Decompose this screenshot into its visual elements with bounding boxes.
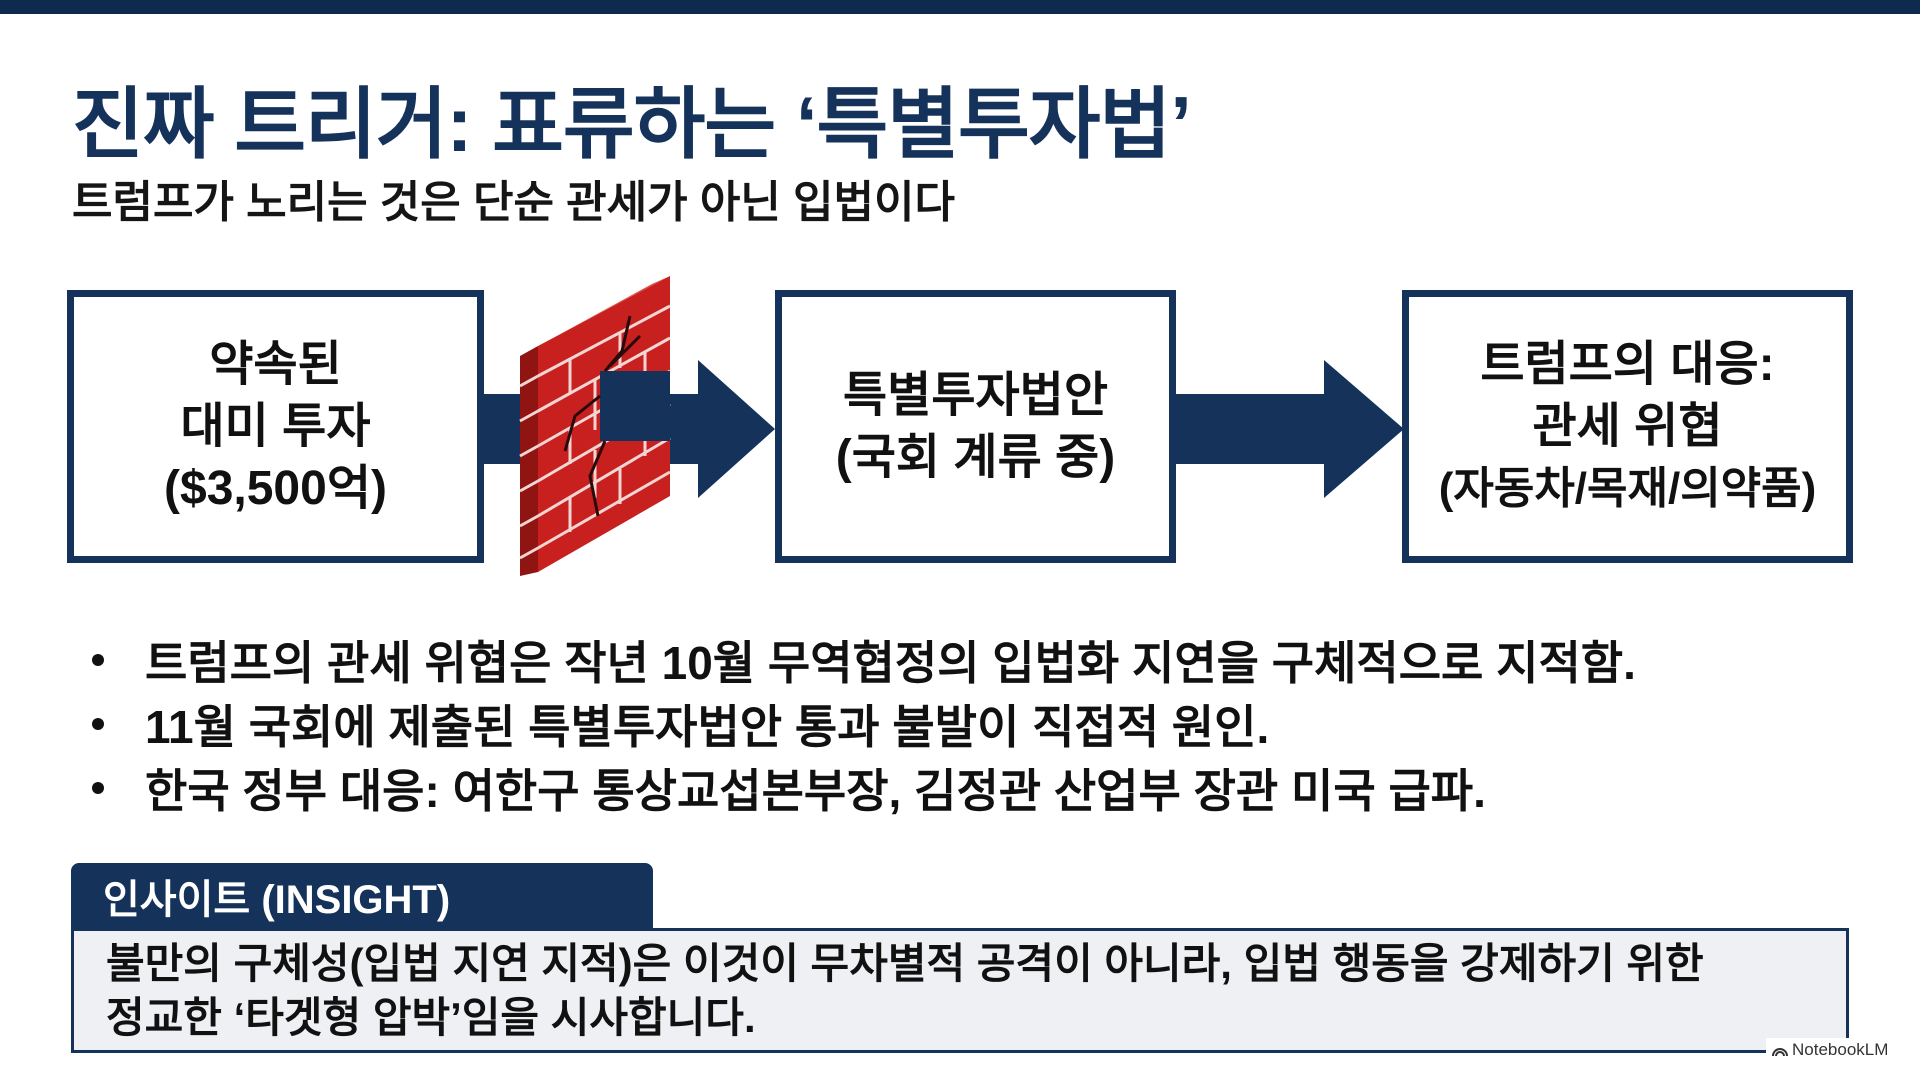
bullet-text: 트럼프의 관세 위협은 작년 10월 무역협정의 입법화 지연을 구체적으로 지… <box>145 637 1636 689</box>
notebooklm-watermark: NotebookLM <box>1766 1038 1895 1062</box>
bullet-item: 11월 국회에 제출된 특별투자법안 통과 불발이 직접적 원인. <box>88 692 1636 756</box>
flow-box-trump-response: 트럼프의 대응: 관세 위협 (자동차/목재/의약품) <box>1402 290 1853 563</box>
bullet-icon <box>92 654 104 666</box>
box-line: 트럼프의 대응: <box>1480 337 1775 391</box>
top-accent-bar <box>0 0 1920 14</box>
arrow-right-icon <box>1176 360 1404 498</box>
bullet-icon <box>92 782 104 794</box>
flow-box-special-investment-bill: 특별투자법안 (국회 계류 중) <box>775 290 1176 563</box>
watermark-text: NotebookLM <box>1792 1040 1889 1059</box>
box-line: 약속된 <box>209 337 342 391</box>
bullet-icon <box>92 718 104 730</box>
insight-label: 인사이트 (INSIGHT) <box>71 863 653 929</box>
cracked-brick-wall-icon <box>519 276 671 576</box>
box-line: 관세 위협 <box>1532 399 1723 453</box>
box-line: 특별투자법안 <box>843 368 1108 422</box>
insight-box: 불만의 구체성(입법 지연 지적)은 이것이 무차별적 공격이 아니라, 입법 … <box>71 928 1849 1053</box>
slide-subtitle: 트럼프가 노리는 것은 단순 관세가 아닌 입법이다 <box>72 178 955 227</box>
bullet-list: 트럼프의 관세 위협은 작년 10월 무역협정의 입법화 지연을 구체적으로 지… <box>88 628 1636 820</box>
bullet-text: 11월 국회에 제출된 특별투자법안 통과 불발이 직접적 원인. <box>145 701 1270 753</box>
box-line: (자동차/목재/의약품) <box>1438 463 1817 513</box>
bullet-text: 한국 정부 대응: 여한구 통상교섭본부장, 김정관 산업부 장관 미국 급파. <box>145 765 1486 817</box>
insight-text-line: 불만의 구체성(입법 지연 지적)은 이것이 무차별적 공격이 아니라, 입법 … <box>106 940 1704 987</box>
box-line: 대미 투자 <box>180 399 371 453</box>
box-line: (국회 계류 중) <box>835 430 1116 484</box>
bullet-item: 트럼프의 관세 위협은 작년 10월 무역협정의 입법화 지연을 구체적으로 지… <box>88 628 1636 692</box>
insight-text-line: 정교한 ‘타겟형 압박’임을 시사합니다. <box>106 994 756 1041</box>
flow-box-promised-investment: 약속된 대미 투자 ($3,500억) <box>67 290 484 563</box>
notebooklm-logo-icon <box>1772 1048 1788 1057</box>
bullet-item: 한국 정부 대응: 여한구 통상교섭본부장, 김정관 산업부 장관 미국 급파. <box>88 756 1636 820</box>
box-line: ($3,500억) <box>164 461 387 515</box>
slide-title: 진짜 트리거: 표류하는 ‘특별투자법’ <box>72 80 1192 168</box>
